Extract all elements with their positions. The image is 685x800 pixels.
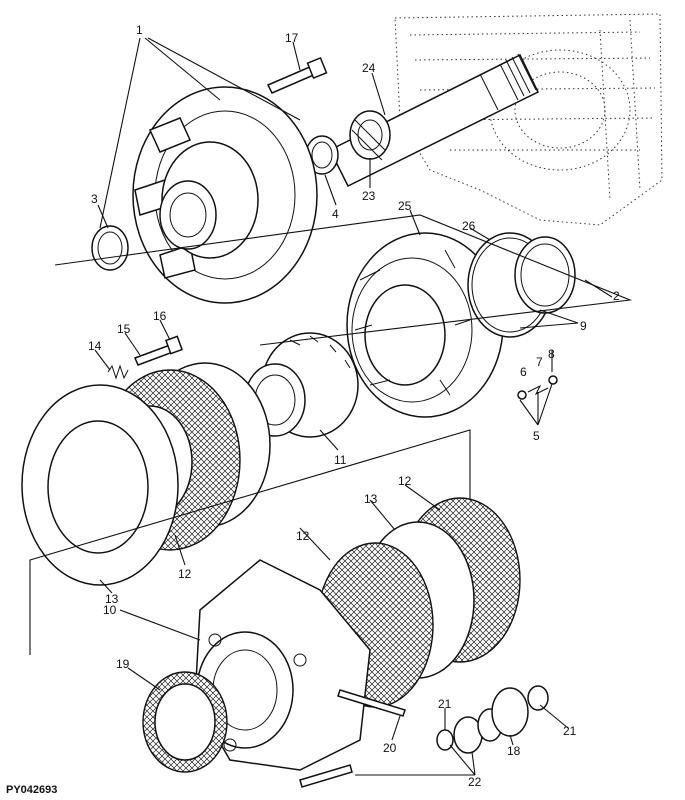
callout-11: 11: [334, 453, 347, 467]
callout-9: 9: [580, 319, 587, 333]
callout-22: 22: [468, 775, 482, 789]
callout-19: 19: [116, 657, 130, 671]
callout-2: 2: [613, 289, 620, 303]
friction-washer: [142, 671, 228, 773]
transmission-housing-outline: [394, 13, 663, 226]
callout-6: 6: [520, 365, 527, 379]
spring-pin: [107, 335, 183, 380]
callout-12-upper: 12: [178, 567, 192, 581]
dowel-pin: [337, 689, 406, 717]
seal-ring: [91, 225, 129, 271]
callout-8: 8: [548, 347, 555, 361]
callout-10: 10: [103, 603, 117, 617]
callout-20: 20: [383, 741, 397, 755]
callout-21-right: 21: [563, 724, 577, 738]
idler-gears: [436, 685, 549, 754]
callout-25: 25: [398, 199, 412, 213]
callout-21-left: 21: [438, 697, 452, 711]
bolt: [266, 56, 328, 94]
callout-12-right: 12: [398, 474, 412, 488]
ball-and-spring: [517, 375, 558, 400]
callout-7: 7: [536, 355, 543, 369]
callout-13-left: 13: [105, 592, 119, 606]
group-frame: [29, 214, 633, 655]
callout-23: 23: [362, 189, 376, 203]
figure-id: PY042693: [6, 784, 57, 796]
callout-13-right: 13: [364, 492, 378, 506]
callout-15: 15: [117, 322, 131, 336]
callout-5: 5: [533, 429, 540, 443]
callout-3: 3: [91, 192, 98, 206]
callout-24: 24: [362, 61, 376, 75]
callout-14: 14: [88, 339, 102, 353]
piston-seal-rings: [467, 232, 576, 338]
leader-lines: [94, 37, 613, 776]
callout-12-middle: 12: [296, 529, 310, 543]
splined-coupling: [349, 110, 391, 161]
callout-1: 1: [136, 23, 143, 37]
callout-26: 26: [462, 219, 476, 233]
clutch-plates-upper: [21, 362, 271, 586]
callout-18: 18: [507, 744, 521, 758]
front-housing: [132, 86, 318, 304]
lower-shaft: [299, 764, 353, 788]
callout-4: 4: [332, 207, 339, 221]
callout-labels: 1 2 3 4 5 6 7 8 9 10 11 12 12 12 13 13 1…: [6, 23, 620, 796]
callout-17: 17: [285, 31, 299, 45]
callout-16: 16: [153, 309, 167, 323]
